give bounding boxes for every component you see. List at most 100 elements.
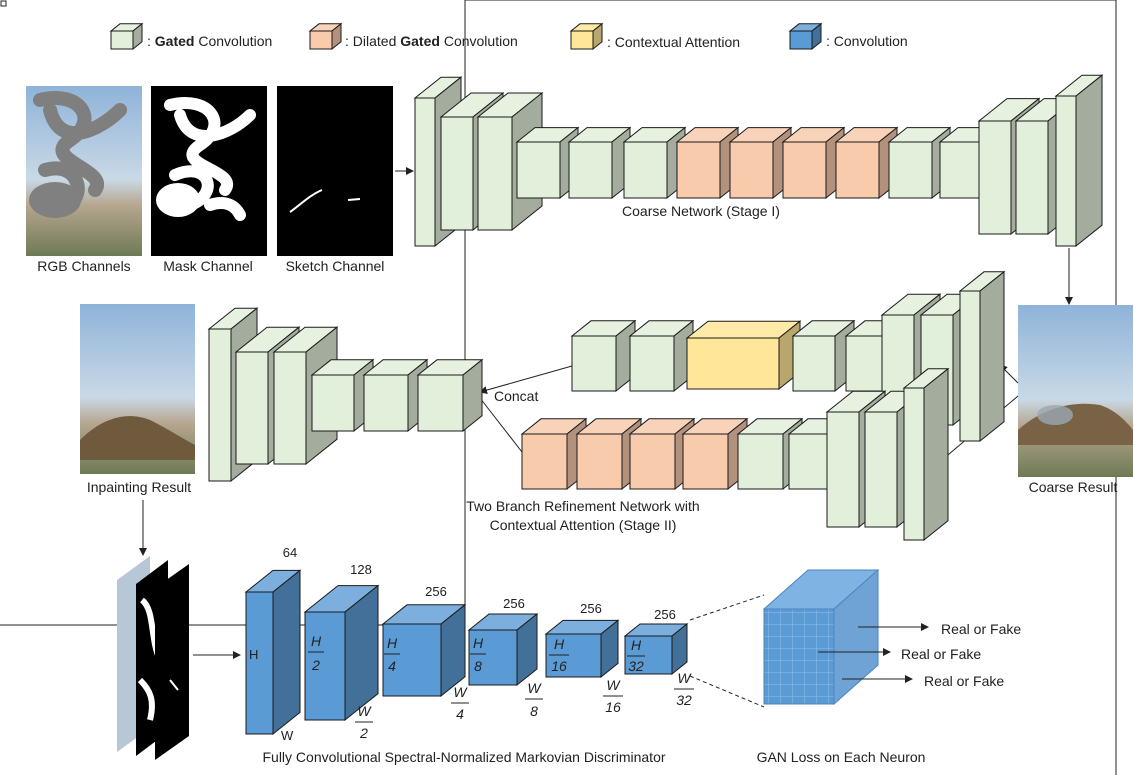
w-fraction: W 16 [603,677,623,715]
stage1-layer [781,126,846,200]
legend-conv-label: : Convolution [826,33,908,49]
projection-line-bottom [689,675,765,708]
inpainting-result-image [80,304,195,474]
mask-channel-label: Mask Channel [163,258,253,274]
coarse-result-image [1018,305,1133,477]
coarse-result-label: Coarse Result [1029,479,1118,495]
gan-caption: GAN Loss on Each Neuron [757,749,926,765]
disc-w-label: W [281,728,294,743]
projection-line-top [689,594,765,621]
stage2-bottom-layer [681,417,749,491]
svg-text:H: H [554,636,565,652]
h-fraction: H 4 [384,635,400,674]
stage1-layer [567,126,632,200]
svg-text:H: H [387,635,398,651]
legend-gated-label: : Gated Convolution [147,33,272,49]
h-fraction: H 32 [627,637,645,674]
stage1-layer [1054,74,1104,248]
stage2-top-layer [791,319,856,393]
input-mask-image [151,86,267,256]
h-fraction: H 8 [470,635,486,674]
svg-text:H: H [631,637,642,653]
branch2-to-concat-line [479,397,523,453]
stage1-layer [834,126,899,200]
svg-text:W: W [606,677,621,693]
svg-text:32: 32 [628,658,644,674]
disc-channel-label: 256 [580,601,602,616]
w-fraction: W 2 [355,703,373,741]
sketch-channel-label: Sketch Channel [286,258,385,274]
svg-text:8: 8 [474,658,482,674]
gan-output-label: Real or Fake [901,646,981,662]
stage1-layers [413,74,1104,248]
svg-text:2: 2 [311,657,320,673]
discriminator-caption: Fully Convolutional Spectral-Normalized … [262,749,665,765]
svg-text:4: 4 [388,658,396,674]
svg-text:16: 16 [605,699,621,715]
h-fraction: H 2 [308,633,324,673]
svg-text:16: 16 [551,658,567,674]
stage2-top-layer [628,319,695,393]
disc-layer [623,622,689,676]
stage2-top-layer [570,319,637,393]
w-fraction: W 8 [525,680,543,719]
w-fraction: W 4 [451,684,469,722]
concat-label: Concat [494,388,538,404]
disc-channel-label: 256 [654,607,676,622]
discriminator-layers [244,569,689,736]
svg-text:4: 4 [456,706,464,722]
stage2-bottom-branch [520,367,950,542]
inpainting-result-label: Inpainting Result [87,479,191,495]
legend-attention-label: : Contextual Attention [607,34,740,50]
stage2-bottom-layer [902,367,950,542]
svg-text:H: H [311,633,322,649]
gan-loss-cube [762,568,880,706]
stage1-layer [675,126,740,200]
legend-dilated-label: : Dilated Gated Convolution [345,33,518,49]
disc-h-label: H [249,647,258,662]
svg-text:8: 8 [530,703,538,719]
gan-output-label: Real or Fake [941,621,1021,637]
disc-layer [303,584,380,722]
svg-text:W: W [357,703,372,719]
input-sketch-image [277,86,393,256]
input-rgb-image [26,86,142,256]
svg-text:W: W [453,684,468,700]
rgb-channels-label: RGB Channels [37,258,130,274]
stage1-layer [728,126,793,200]
legend-dilated-cube [308,22,343,51]
gan-output-label: Real or Fake [924,673,1004,689]
disc-layer [244,569,302,736]
discriminator-input-stack [117,556,189,760]
disc-layer [544,619,620,679]
legend-conv-cube [788,22,823,51]
legend-gated-cube [109,22,144,51]
stage2-top-layer [685,320,802,391]
disc-channel-label: 128 [350,562,372,577]
stage2-caption-line2: Contextual Attention (Stage II) [490,517,677,533]
stage2-merged-layers [207,307,484,483]
disc-channel-label: 64 [283,545,297,560]
svg-text:W: W [527,680,542,696]
w-fraction: W 32 [674,670,694,708]
stage1-layer [622,126,687,200]
stage2-bottom-layer [520,417,588,491]
legend: : Gated Convolution : Dilated Gated Conv… [109,22,908,51]
stage1-caption: Coarse Network (Stage I) [622,203,780,219]
svg-text:H: H [473,635,484,651]
svg-text:2: 2 [359,725,368,741]
h-fraction: H 16 [549,636,569,674]
disc-layer [381,603,467,698]
disc-channel-label: 256 [425,584,447,599]
stage2-top-layer [958,270,1006,443]
svg-text:32: 32 [676,692,692,708]
disc-channel-label: 256 [503,596,525,611]
legend-attention-cube [569,22,604,51]
stage2-caption-line1: Two Branch Refinement Network with [466,498,699,514]
stage2-merged-layer [416,358,484,433]
branch1-to-concat-arrow [479,365,573,394]
disc-layer [467,612,539,687]
corner-marker [0,0,7,7]
